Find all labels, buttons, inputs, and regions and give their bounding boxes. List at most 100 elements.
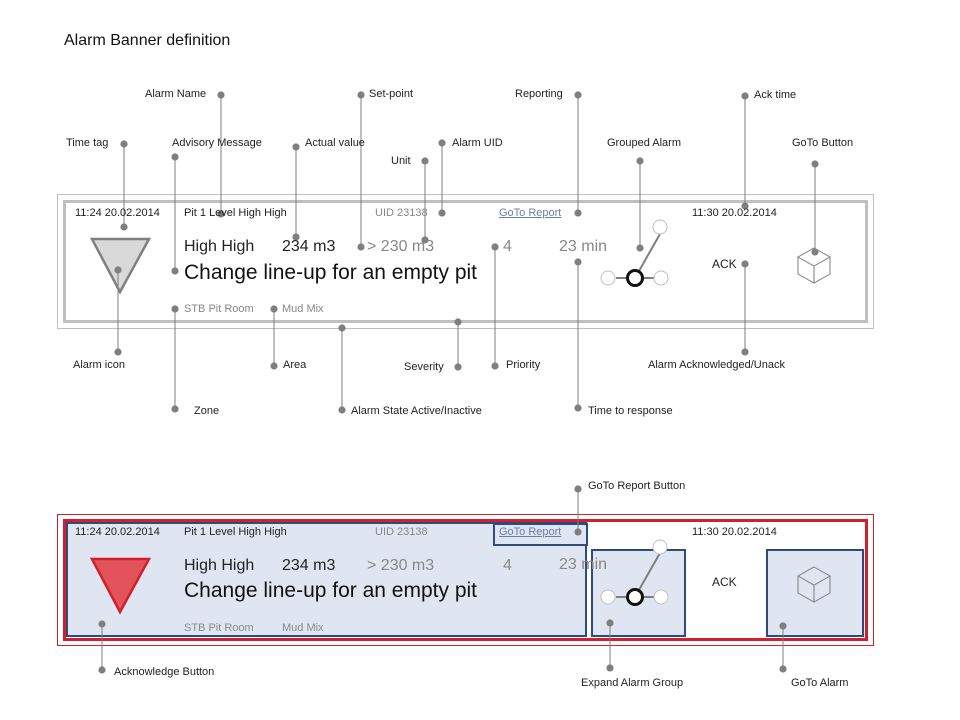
leader-set-point-end-dot bbox=[357, 243, 365, 251]
banner1-area: Mud Mix bbox=[282, 303, 324, 315]
banner2-ack-time: 11:30 20.02.2014 bbox=[692, 526, 777, 538]
leader-time-tag-start-dot bbox=[120, 140, 128, 148]
annotation-alarm-state: Alarm State Active/Inactive bbox=[351, 405, 482, 417]
annotation-alarm-icon: Alarm icon bbox=[73, 359, 125, 371]
leader-time-to-response-start-dot bbox=[574, 258, 582, 266]
leader-acknowledge-button-end-dot bbox=[98, 666, 106, 674]
leader-area-start-dot bbox=[270, 305, 278, 313]
annotation-time-tag: Time tag bbox=[66, 137, 109, 149]
leader-time-tag-end-dot bbox=[120, 223, 128, 231]
goto-alarm-button[interactable] bbox=[766, 549, 864, 637]
triangle-down-icon bbox=[89, 557, 152, 615]
banner2-alarm-name: Pit 1 Level High High bbox=[184, 526, 287, 538]
banner2-actual-value: 234 m3 bbox=[282, 557, 336, 574]
leader-ack-unack-start-dot bbox=[741, 260, 749, 268]
leader-expand-alarm-group-end-dot bbox=[606, 664, 614, 672]
leader-alarm-uid-start-dot bbox=[438, 139, 446, 147]
annotation-reporting: Reporting bbox=[515, 88, 563, 100]
banner1-ack-time: 11:30 20.02.2014 bbox=[692, 207, 777, 219]
annotation-unit: Unit bbox=[391, 155, 411, 167]
annotation-advisory-message: Advisory Message bbox=[172, 137, 262, 149]
annotation-alarm-ack-unack: Alarm Acknowledged/Unack bbox=[648, 359, 785, 371]
annotation-goto-report-button: GoTo Report Button bbox=[588, 480, 686, 492]
group-nodes-icon bbox=[600, 539, 669, 606]
leader-goto-alarm-end-dot bbox=[779, 665, 787, 673]
leader-severity-start-dot bbox=[454, 318, 462, 326]
annotation-acknowledge-button: Acknowledge Button bbox=[114, 666, 215, 678]
annotation-expand-alarm-group: Expand Alarm Group bbox=[581, 677, 684, 689]
banner1-actual-value: 234 m3 bbox=[282, 238, 336, 255]
leader-zone-end-dot bbox=[171, 405, 179, 413]
leader-priority-start-dot bbox=[491, 243, 499, 251]
leader-goto-report-button-start-dot bbox=[574, 485, 582, 493]
annotation-priority: Priority bbox=[506, 359, 541, 371]
leader-ack-time-end-dot bbox=[741, 202, 749, 210]
leader-ack-unack-end-dot bbox=[741, 348, 749, 356]
annotation-alarm-uid: Alarm UID bbox=[452, 137, 503, 149]
leader-priority-end-dot bbox=[491, 362, 499, 370]
leader-unit-end-dot bbox=[421, 236, 429, 244]
banner1-uid: UID 23138 bbox=[375, 207, 428, 219]
banner1-message: Change line-up for an empty pit bbox=[184, 261, 478, 284]
goto-report-button[interactable] bbox=[493, 523, 588, 546]
triangle-down-icon bbox=[89, 237, 152, 295]
annotation-time-to-response: Time to response bbox=[588, 405, 673, 417]
banner2-time-tag: 11:24 20.02.2014 bbox=[75, 526, 160, 538]
annotation-set-point: Set-point bbox=[369, 88, 414, 100]
annotation-severity: Severity bbox=[404, 361, 444, 373]
banner2-ack: ACK bbox=[712, 575, 737, 589]
leader-alarm-name-start-dot bbox=[217, 91, 225, 99]
leader-severity-end-dot bbox=[454, 363, 462, 371]
banner1-set-point: > 230 m3 bbox=[367, 238, 435, 255]
leader-advisory-message-end-dot bbox=[171, 267, 179, 275]
leader-acknowledge-button-start-dot bbox=[98, 620, 106, 628]
leader-unit-start-dot bbox=[421, 157, 429, 165]
annotation-area: Area bbox=[283, 359, 307, 371]
banner1-time-to-response: 23 min bbox=[559, 238, 608, 255]
leader-ack-time-start-dot bbox=[741, 92, 749, 100]
banner2-uid: UID 23138 bbox=[375, 526, 428, 538]
annotation-ack-time: Ack time bbox=[754, 89, 797, 101]
leader-alarm-state-start-dot bbox=[338, 324, 346, 332]
banner2-priority: 4 bbox=[503, 557, 512, 574]
annotation-goto-button: GoTo Button bbox=[792, 137, 854, 149]
cube-icon bbox=[796, 247, 832, 284]
banner2-goto-report-link[interactable]: GoTo Report bbox=[499, 526, 562, 538]
leader-zone-start-dot bbox=[171, 305, 179, 313]
leader-reporting-end-dot bbox=[574, 209, 582, 217]
annotation-goto-alarm: GoTo Alarm bbox=[791, 677, 849, 689]
annotation-zone: Zone bbox=[194, 405, 220, 417]
leader-actual-value-end-dot bbox=[292, 233, 300, 241]
leader-alarm-icon-start-dot bbox=[114, 266, 122, 274]
banner2-zone: STB Pit Room bbox=[184, 622, 254, 634]
banner1-outer-frame bbox=[57, 194, 874, 329]
group-nodes-icon bbox=[600, 219, 669, 287]
leader-goto-alarm-start-dot bbox=[779, 622, 787, 630]
banner1-priority: 4 bbox=[503, 238, 512, 255]
leader-area-end-dot bbox=[270, 362, 278, 370]
leader-advisory-message-start-dot bbox=[171, 153, 179, 161]
leader-alarm-name-end-dot bbox=[217, 210, 225, 218]
leader-time-to-response-end-dot bbox=[574, 404, 582, 412]
banner2-time-to-response: 23 min bbox=[559, 556, 608, 573]
annotation-alarm-name: Alarm Name bbox=[145, 88, 207, 100]
banner1-inner-frame bbox=[63, 200, 868, 323]
banner2-inner-frame bbox=[63, 519, 868, 641]
banner2-area: Mud Mix bbox=[282, 622, 324, 634]
leader-goto-button-start-dot bbox=[811, 160, 819, 168]
leader-set-point-start-dot bbox=[357, 91, 365, 99]
banner2-set-point: > 230 m3 bbox=[367, 557, 435, 574]
leader-alarm-state-end-dot bbox=[338, 406, 346, 414]
leader-lines bbox=[98, 91, 819, 674]
cube-icon bbox=[796, 566, 832, 603]
leader-goto-button-end-dot bbox=[811, 248, 819, 256]
banner1-time-tag: 11:24 20.02.2014 bbox=[75, 207, 160, 219]
page-title: Alarm Banner definition bbox=[64, 32, 231, 49]
leader-grouped-alarm-start-dot bbox=[636, 157, 644, 165]
leader-actual-value-start-dot bbox=[292, 143, 300, 151]
banner1-goto-report-link[interactable]: GoTo Report bbox=[499, 207, 562, 219]
banner2-state: High High bbox=[184, 557, 255, 574]
banner1-zone: STB Pit Room bbox=[184, 303, 254, 315]
